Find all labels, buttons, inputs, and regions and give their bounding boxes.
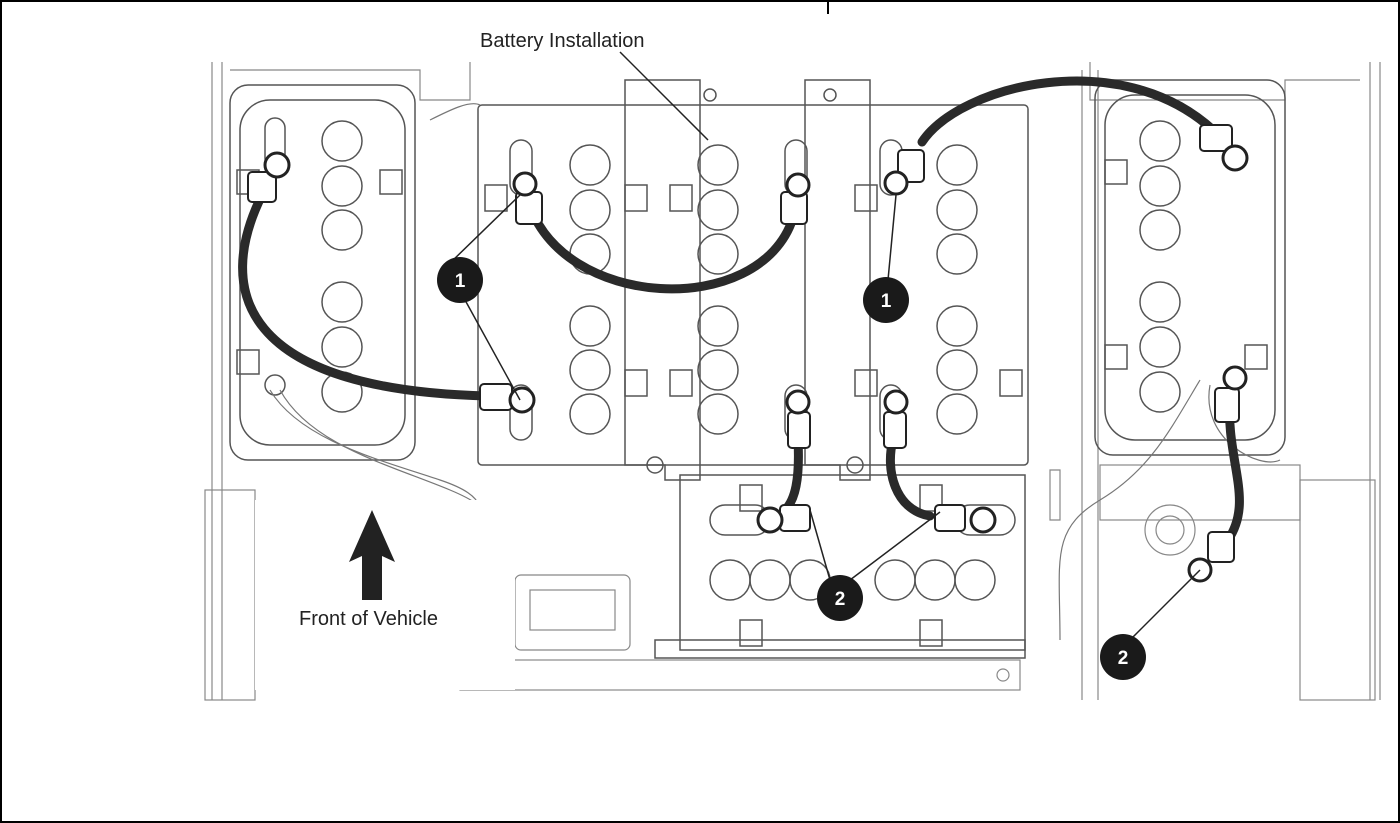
- cables: [238, 76, 1244, 545]
- center-battery-terminals: [484, 88, 1023, 474]
- front-of-vehicle-label: Front of Vehicle: [299, 608, 438, 630]
- lug-bottom-left-bottom: [756, 504, 811, 534]
- lug-left-top: [247, 151, 291, 203]
- front-label-background: [255, 500, 515, 690]
- left-battery: [229, 84, 416, 461]
- callout-1-right-number: 1: [881, 291, 892, 312]
- lug-bottom-left-top: [785, 389, 811, 449]
- cable-center-jumper: [523, 195, 798, 294]
- battery-installation-label: Battery Installation: [480, 30, 645, 52]
- lug-right-top: [1214, 365, 1248, 423]
- leader-lines: [447, 51, 1201, 641]
- up-arrow-icon: [349, 510, 395, 600]
- callout-1-left: 1: [437, 257, 483, 303]
- bottom-battery: [654, 474, 1026, 659]
- right-battery-terminals: [1104, 120, 1268, 413]
- right-battery: [1094, 79, 1286, 456]
- callout-2-center-number: 2: [835, 589, 846, 610]
- cable-center-to-right: [917, 76, 1218, 147]
- lug-upper-right-end: [1199, 124, 1249, 172]
- chassis-details: [459, 464, 1301, 691]
- callout-2-right-number: 2: [1118, 648, 1129, 669]
- lug-center-right: [780, 172, 811, 225]
- lug-left-bottom: [479, 383, 536, 414]
- center-battery-pack: [477, 79, 1029, 481]
- callout-2-center: 2: [817, 575, 863, 621]
- callout-2-right: 2: [1100, 634, 1146, 680]
- lug-bottom-right-bottom: [934, 504, 997, 534]
- lug-bottom-right-top: [883, 389, 909, 449]
- callout-1-right: 1: [863, 277, 909, 323]
- cable-left-to-center: [238, 190, 493, 401]
- bottom-battery-terminals: [709, 484, 1016, 647]
- callout-1-left-number: 1: [455, 271, 466, 292]
- vehicle-frame: [204, 62, 1381, 701]
- lug-upper-right-start: [883, 149, 925, 196]
- lug-center-left: [512, 171, 543, 225]
- cable-center-to-bottom-right: [885, 435, 935, 521]
